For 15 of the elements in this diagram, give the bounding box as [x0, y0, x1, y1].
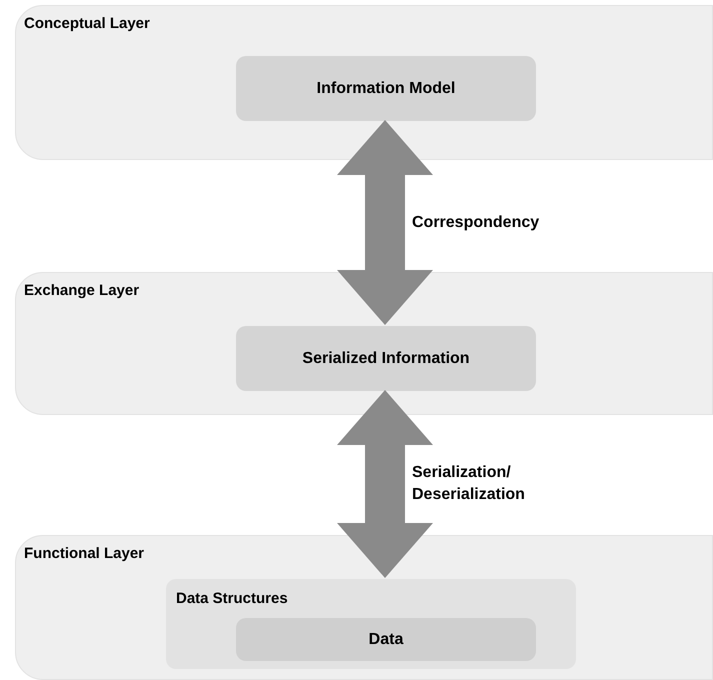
- group-box: [166, 579, 576, 669]
- double-arrow: [337, 120, 433, 325]
- layer-band: [15, 535, 713, 680]
- double-arrow: [337, 390, 433, 578]
- layer-band: [15, 272, 713, 415]
- node-label: Information Model: [316, 78, 456, 98]
- node-label: Data: [368, 630, 404, 650]
- layer-title: Conceptual Layer: [24, 14, 150, 34]
- layer-title: Functional Layer: [24, 544, 144, 564]
- layer-band: [15, 5, 713, 160]
- process-box: [236, 56, 536, 121]
- layer-title: Data Structures: [176, 589, 288, 609]
- layer-title: Exchange Layer: [24, 281, 140, 301]
- node-label: Serialized Information: [302, 348, 470, 368]
- process-box: [236, 326, 536, 391]
